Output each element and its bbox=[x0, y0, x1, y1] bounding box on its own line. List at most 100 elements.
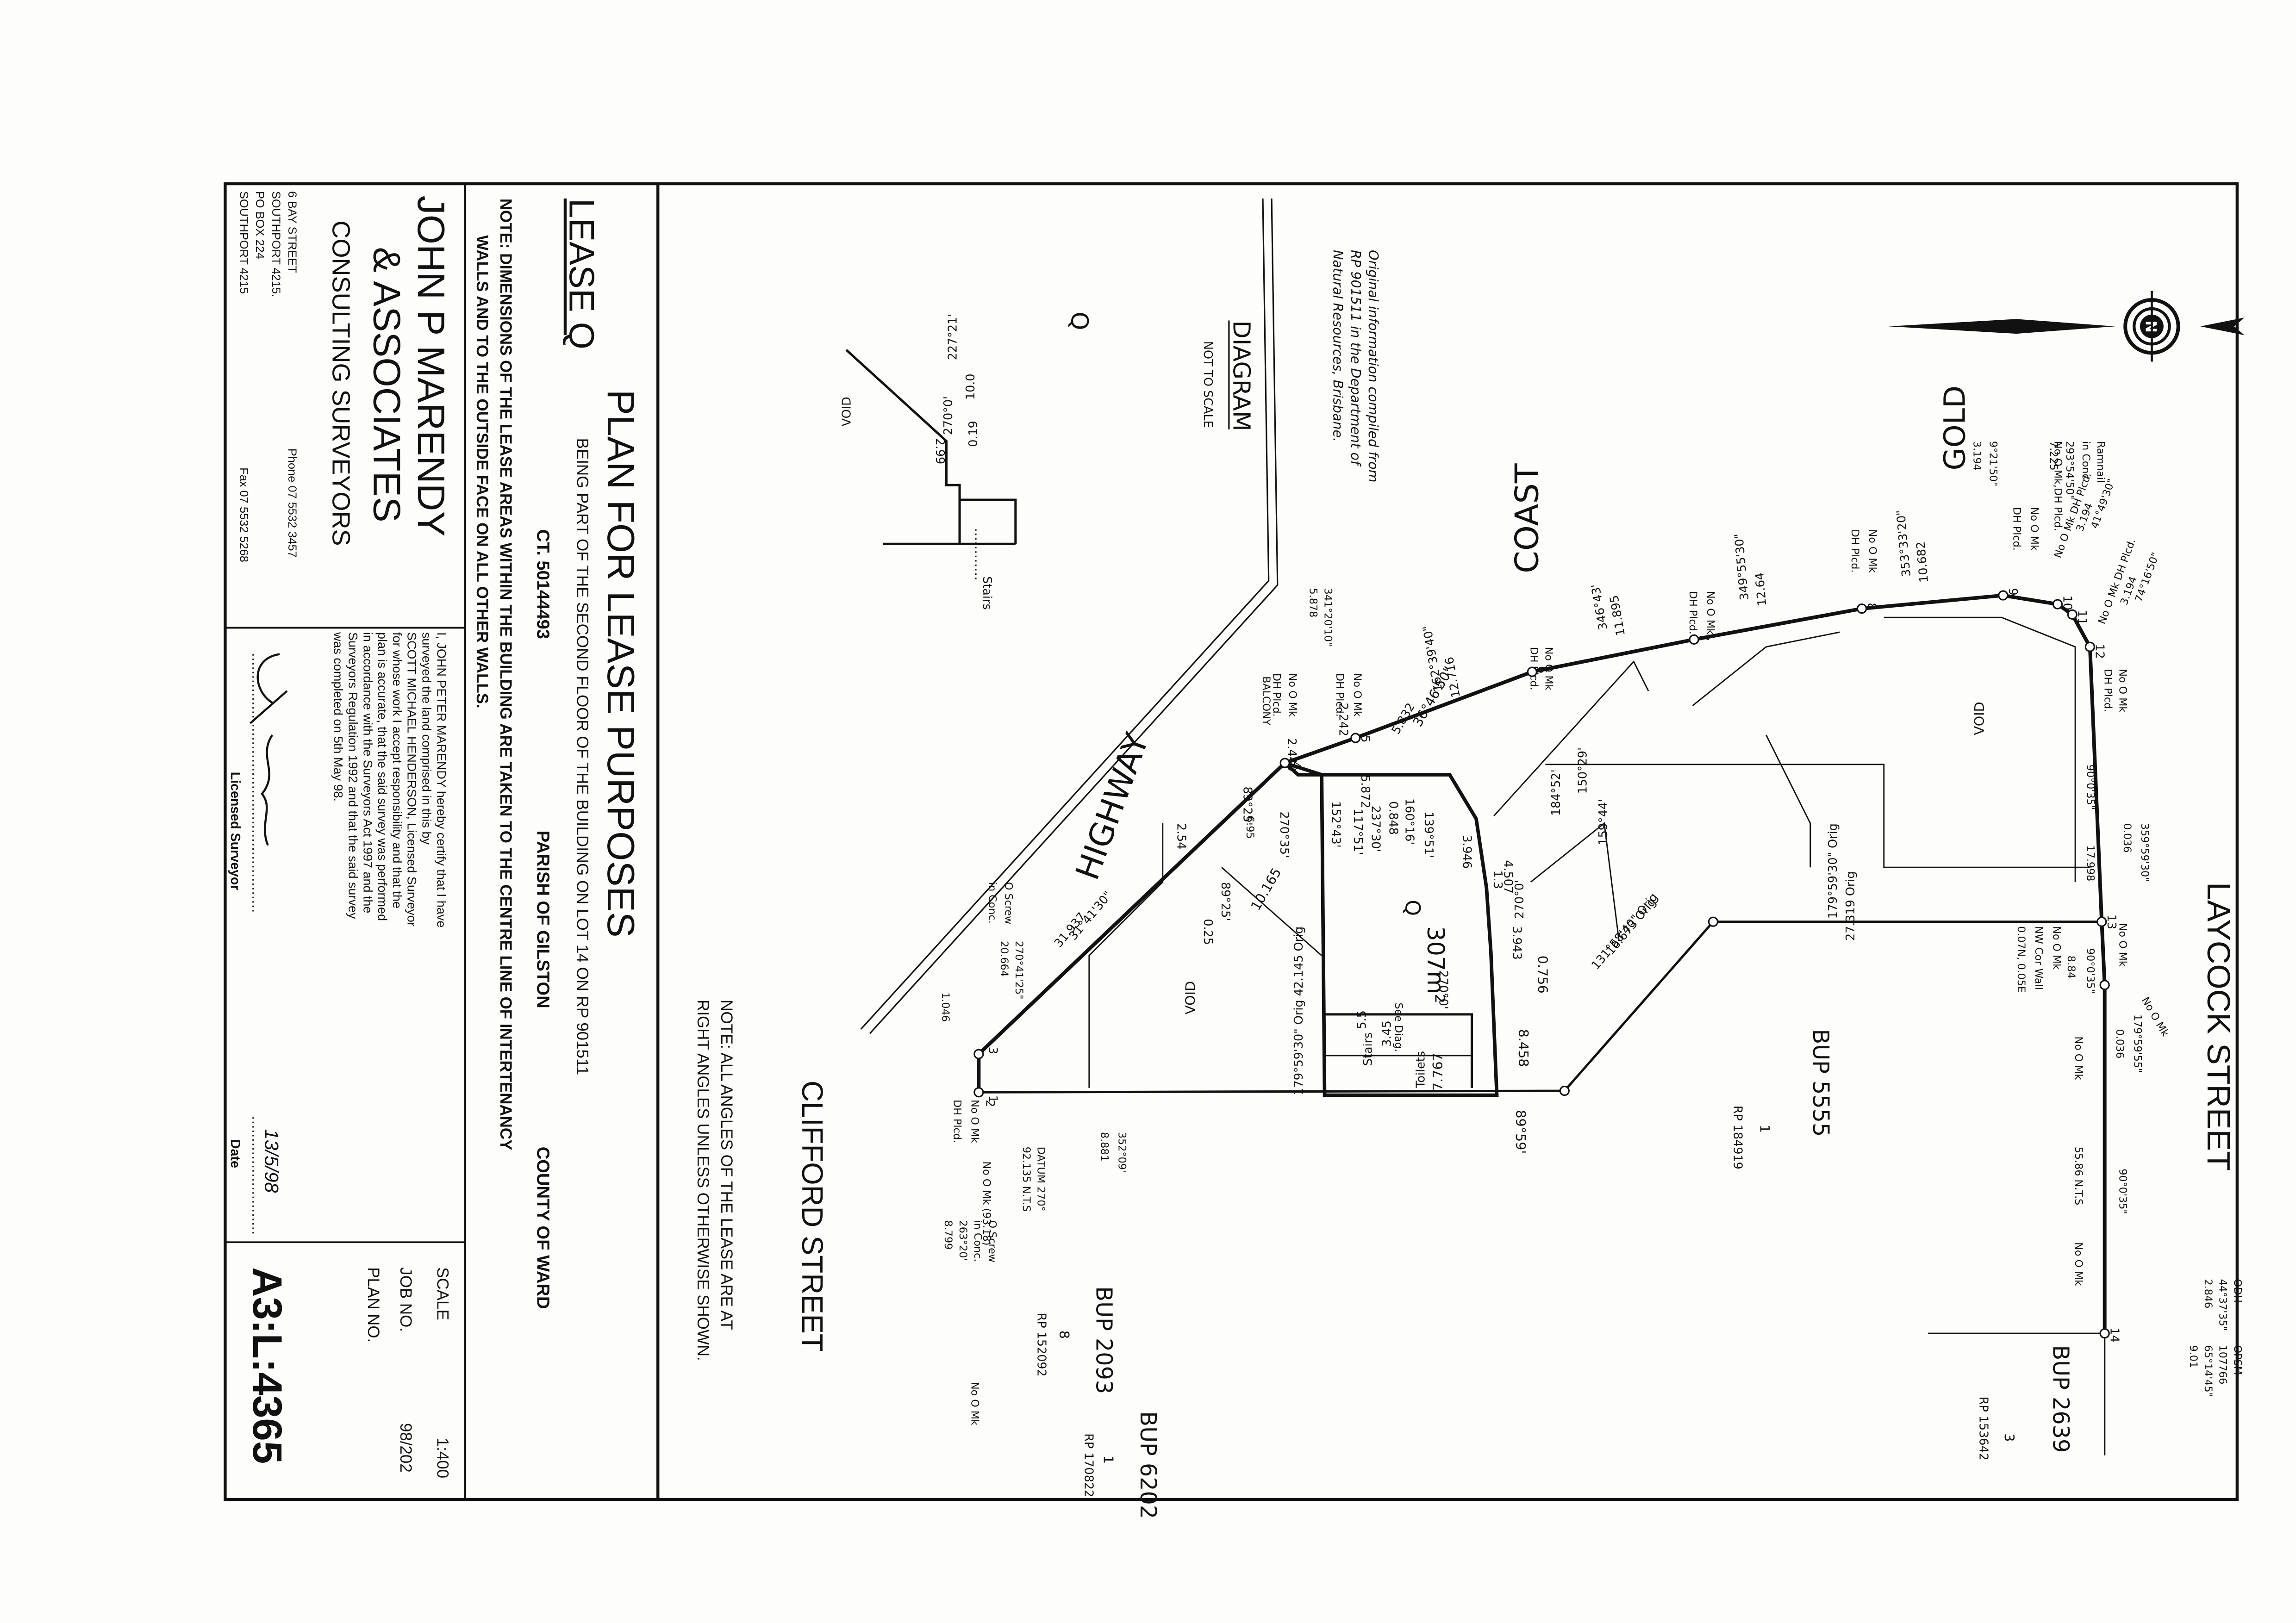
job-number-label: JOB NO. bbox=[397, 1267, 415, 1332]
plan-number-label: PLAN NO. bbox=[364, 1267, 382, 1343]
survey-label: DH Plcd. bbox=[2102, 669, 2114, 712]
signed-date: 13/5/98 bbox=[261, 1129, 282, 1193]
survey-label: 0.036 bbox=[2121, 823, 2133, 853]
survey-label: No O Mk bbox=[2072, 1037, 2084, 1080]
void-label: VOID bbox=[840, 397, 854, 426]
survey-label: 8.799 bbox=[942, 1220, 954, 1250]
survey-label: DH Plcd. bbox=[1849, 529, 1861, 573]
survey-label: 5.878 bbox=[1307, 588, 1319, 618]
toilets-stairs-outline bbox=[1324, 1013, 1473, 1088]
survey-label: 179°59'30" Orig 42.145 Orig bbox=[1292, 927, 1305, 1095]
survey-label: No O Mk bbox=[2072, 1242, 2084, 1286]
survey-label: RP 153642 bbox=[1977, 1397, 1990, 1461]
certificate-line: was completed on 5th May 98. bbox=[331, 632, 345, 802]
map-labels: 162°39'40"12.716346°43'11.895349°55'30"1… bbox=[939, 441, 2244, 1519]
survey-label: 237°30' bbox=[1369, 806, 1383, 852]
survey-label: 179°59'30" Orig bbox=[1826, 823, 1840, 919]
survey-label: 1 bbox=[1101, 1455, 1117, 1464]
survey-label: 5.5 bbox=[1355, 1010, 1369, 1029]
survey-mark bbox=[1708, 916, 1719, 927]
survey-label: 27.319 Orig bbox=[1843, 871, 1857, 941]
certificate-line: I, JOHN PETER MARENDY hereby certify tha… bbox=[434, 632, 448, 927]
diagram-inset bbox=[845, 349, 1017, 581]
survey-label: 263°20' bbox=[957, 1220, 969, 1261]
survey-label: See Diag. bbox=[1392, 1002, 1404, 1052]
survey-label: 2.846 bbox=[2202, 1279, 2214, 1309]
signature-label: Licensed Surveyor bbox=[228, 772, 243, 890]
survey-label: 0.036 bbox=[2114, 1029, 2126, 1059]
survey-label: No O Mk bbox=[1542, 647, 1554, 690]
survey-label: DH Plcd. bbox=[951, 1100, 963, 1143]
scale-label: SCALE bbox=[433, 1267, 451, 1320]
survey-mark bbox=[1689, 634, 1699, 645]
street-name-clifford: CLIFFORD STREET bbox=[796, 1081, 829, 1352]
survey-label: 2.99 bbox=[933, 438, 947, 465]
survey-label: 2.242 bbox=[1336, 703, 1350, 736]
survey-label: OPSM bbox=[2231, 1345, 2243, 1375]
station-number: 10 bbox=[2061, 596, 2075, 610]
source-note: RP 901511 in the Department of bbox=[1348, 250, 1364, 467]
survey-label: 359°59'30" bbox=[2139, 823, 2151, 882]
parcel-label: BUP 6202 bbox=[1135, 1412, 1160, 1519]
north-symbol: N bbox=[2142, 321, 2159, 333]
building-outline bbox=[1088, 616, 2090, 1088]
survey-label: 353°33'20" bbox=[1893, 510, 1913, 578]
survey-label: 3.194 bbox=[1971, 441, 1983, 471]
survey-label: 90°0'35" bbox=[2084, 948, 2096, 994]
survey-label: 0.25 bbox=[1201, 919, 1215, 945]
survey-label: in Conc. bbox=[2080, 441, 2092, 483]
station-number: 3 bbox=[986, 1047, 1000, 1054]
survey-label: 20.664 bbox=[998, 941, 1010, 977]
survey-label: 12.64 bbox=[1752, 572, 1769, 607]
survey-mark bbox=[1856, 603, 1867, 614]
survey-label: 2.54 bbox=[1175, 823, 1189, 850]
survey-label: 159°44' bbox=[1596, 799, 1610, 845]
survey-label: No O Mk bbox=[1866, 529, 1878, 573]
survey-label: 17.998 bbox=[2084, 846, 2096, 882]
street-name-gold: GOLD bbox=[1938, 386, 1972, 471]
survey-mark bbox=[2052, 599, 2063, 609]
survey-label: 7.767 bbox=[1430, 1053, 1446, 1091]
survey-label: O Screw bbox=[986, 1220, 998, 1262]
address-line: SOUTHPORT 4215 bbox=[237, 191, 250, 294]
survey-label: ODH bbox=[2231, 1279, 2243, 1303]
station-number: 4 bbox=[1290, 761, 1304, 769]
survey-label: No O Mk bbox=[968, 1100, 980, 1143]
survey-label: No O Mk bbox=[2028, 507, 2040, 551]
station-number: 9 bbox=[2006, 588, 2020, 596]
survey-label: 270°0' bbox=[1512, 880, 1526, 919]
survey-label: 8 bbox=[1056, 1331, 1072, 1339]
fax: Fax 07 5532 5268 bbox=[237, 467, 250, 562]
survey-label: DH Plcd. bbox=[1270, 673, 1282, 717]
survey-mark bbox=[1998, 590, 2009, 601]
survey-label: 7.225 bbox=[2047, 441, 2059, 471]
survey-label: 8.84 bbox=[2065, 956, 2077, 978]
survey-mark bbox=[2099, 1328, 2110, 1339]
survey-label: 1 bbox=[1757, 1125, 1773, 1133]
survey-label: O Screw bbox=[1003, 882, 1015, 924]
survey-mark bbox=[1559, 1085, 1570, 1096]
highway-boundary bbox=[860, 198, 1279, 1034]
lease-description: BEING PART OF THE SECOND FLOOR OF THE BU… bbox=[573, 438, 591, 1076]
county: COUNTY OF WARD bbox=[533, 1147, 553, 1309]
survey-label: 10.0 bbox=[963, 373, 977, 400]
survey-label: 179°59'55" bbox=[2131, 1014, 2143, 1073]
survey-label: 150°29' bbox=[1575, 747, 1589, 794]
survey-label: 41°49'30" bbox=[2089, 477, 2118, 530]
survey-label: 3 bbox=[2001, 1433, 2017, 1442]
void-label: VOID bbox=[1183, 981, 1198, 1014]
north-arrow-head bbox=[2200, 317, 2245, 336]
station-number: 1 bbox=[986, 1095, 1000, 1103]
survey-label: 5.872 bbox=[1359, 775, 1373, 808]
survey-label: No O Mk bbox=[968, 1382, 980, 1425]
survey-label: No O Mk bbox=[2050, 926, 2062, 970]
diagram-title: DIAGRAM bbox=[1228, 321, 1255, 431]
job-number: 98/202 bbox=[397, 1423, 415, 1473]
station-number: 12 bbox=[2093, 644, 2107, 659]
station-number: 11 bbox=[2075, 610, 2089, 625]
survey-label: RP 170822 bbox=[1082, 1433, 1096, 1497]
survey-label: No O Mk bbox=[2116, 669, 2128, 712]
certificate-line: plan is accurate, that the said survey w… bbox=[375, 632, 389, 921]
survey-label: 44°37'35" bbox=[2217, 1279, 2229, 1331]
